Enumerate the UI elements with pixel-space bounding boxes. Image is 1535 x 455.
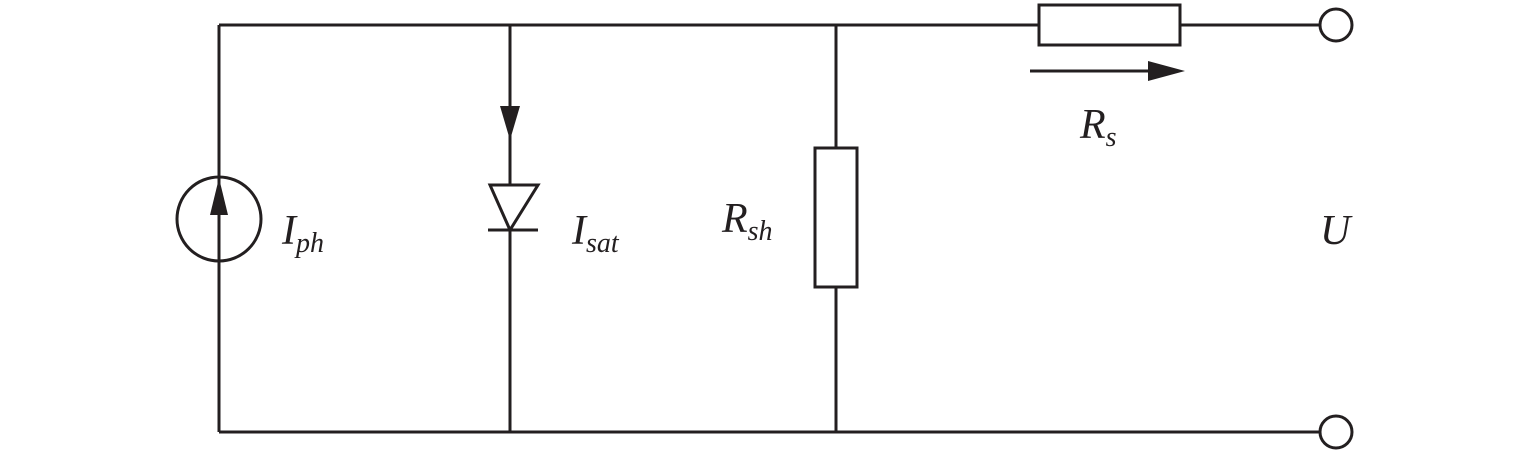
- saturation-current-label: Isat: [571, 208, 620, 259]
- shunt-resistor-icon: [813, 146, 859, 289]
- diode-current-arrow-icon: [500, 106, 520, 140]
- shunt-resistance-label: Rsh: [721, 196, 773, 247]
- current-source-icon: [175, 175, 263, 263]
- positive-terminal: [1318, 7, 1354, 43]
- negative-terminal: [1318, 414, 1354, 450]
- diode-icon: [487, 183, 541, 234]
- output-voltage-label: U: [1320, 208, 1353, 254]
- series-current-arrow-icon: [1030, 61, 1185, 81]
- series-resistor-icon: [1037, 3, 1182, 47]
- photo-current-label: Iph: [281, 208, 324, 259]
- series-resistance-label: Rs: [1079, 102, 1117, 153]
